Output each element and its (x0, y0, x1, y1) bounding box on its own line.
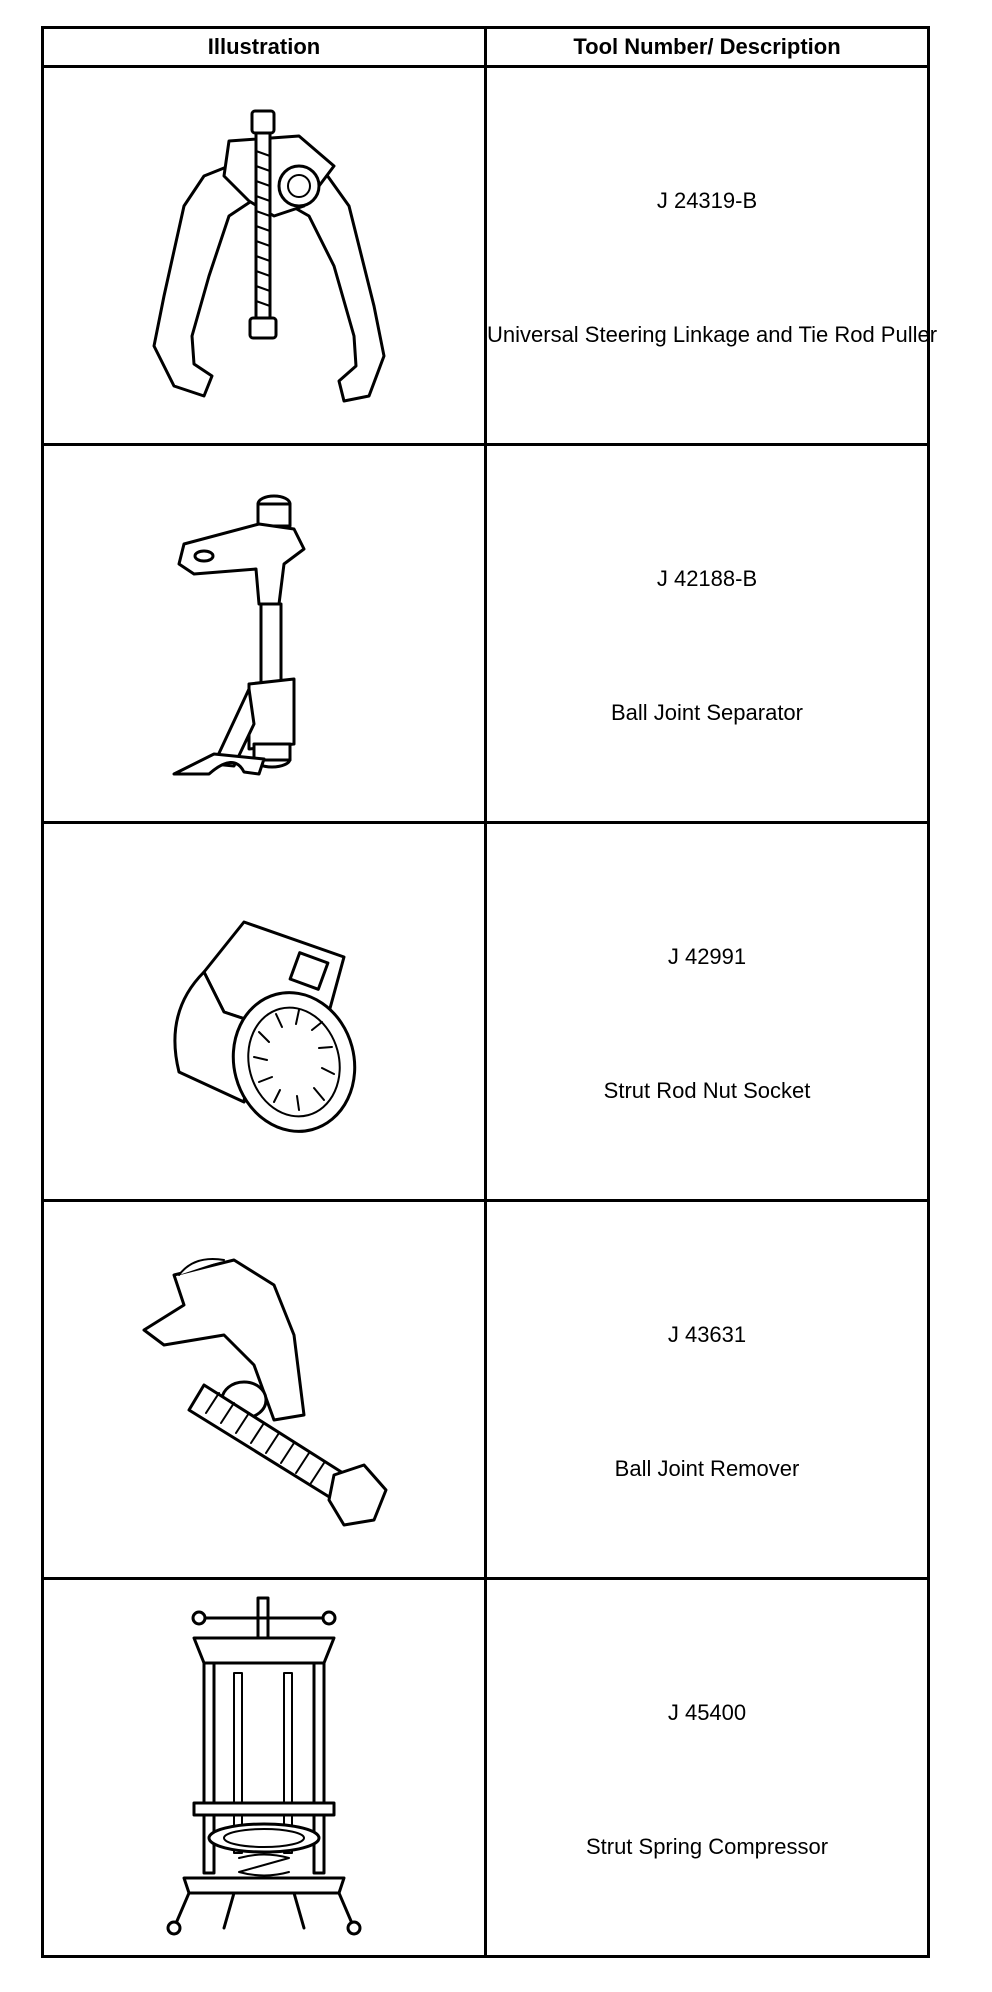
tool-number: J 42188-B (656, 566, 758, 591)
illustration-cell (41, 821, 487, 1202)
tool-number: J 24319-B (656, 188, 758, 213)
illustration-cell (41, 443, 487, 824)
header-tool-number-description: Tool Number/ Description (484, 26, 930, 68)
ball-joint-remover-illustration (142, 1257, 388, 1526)
strut-rod-nut-socket-illustration (173, 920, 357, 1133)
tool-description-cell: J 42188-B Ball Joint Separator (484, 443, 930, 824)
table-row: J 42991 Strut Rod Nut Socket (41, 821, 930, 1202)
table-row: J 24319-B Universal Steering Linkage and… (41, 65, 938, 446)
tool-number: J 42991 (667, 944, 747, 969)
tool-description-cell: J 24319-B Universal Steering Linkage and… (484, 65, 938, 446)
tool-description: Universal Steering Linkage and Tie Rod P… (487, 322, 938, 347)
tool-description: Strut Spring Compressor (585, 1834, 829, 1859)
illustration-cell (41, 1199, 487, 1580)
tool-description-cell: J 42991 Strut Rod Nut Socket (484, 821, 930, 1202)
tool-description: Ball Joint Separator (611, 700, 803, 725)
ball-joint-separator-illustration (172, 494, 306, 775)
tool-description: Strut Rod Nut Socket (603, 1078, 811, 1103)
table-header-row: Illustration Tool Number/ Description (41, 26, 930, 68)
tools-table: Illustration Tool Number/ Description (41, 26, 938, 1958)
illustration-cell (41, 65, 487, 446)
illustration-cell (41, 1577, 487, 1958)
tie-rod-puller-illustration (152, 109, 386, 402)
table-row: J 45400 Strut Spring Compressor (41, 1577, 930, 1958)
strut-spring-compressor-illustration (166, 1596, 362, 1935)
tool-description-cell: J 43631 Ball Joint Remover (484, 1199, 930, 1580)
table-row: J 42188-B Ball Joint Separator (41, 443, 930, 824)
tool-number: J 43631 (667, 1322, 747, 1347)
tool-number: J 45400 (667, 1700, 747, 1725)
tool-description-cell: J 45400 Strut Spring Compressor (484, 1577, 930, 1958)
header-illustration: Illustration (41, 26, 487, 68)
tool-description: Ball Joint Remover (614, 1456, 800, 1481)
table-row: J 43631 Ball Joint Remover (41, 1199, 930, 1580)
